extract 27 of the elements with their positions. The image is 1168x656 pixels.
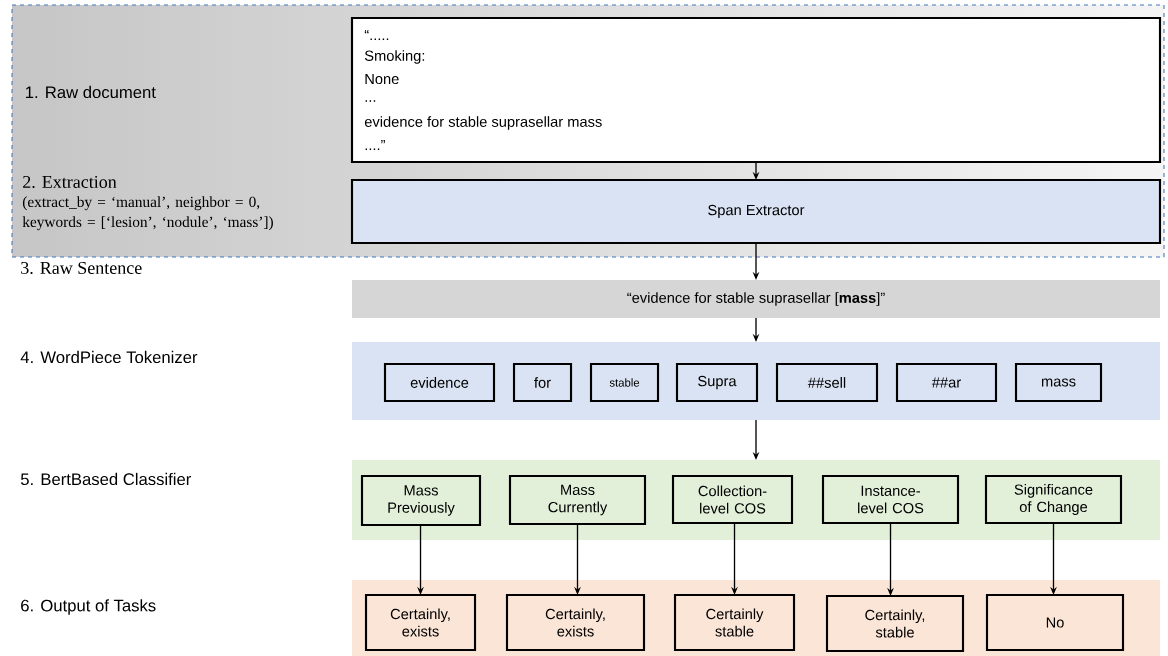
stage-label: 5. BertBased Classifier [20, 472, 192, 486]
output-box: Certainly, exists [505, 593, 646, 652]
document-box: “..... Smoking: None ... evidence for stable suprasellar mass ....” [350, 16, 1162, 164]
output-box: Certainly stable [673, 593, 796, 652]
stage-label: 2. Extraction [23, 175, 117, 189]
stage-label: 4. WordPiece Tokenizer [20, 350, 198, 364]
classifier-box: Mass Currently [508, 474, 647, 526]
stage-label: 6. Output of Tasks [21, 599, 156, 615]
token-box: ##sell [775, 362, 879, 403]
token-box: mass [1014, 362, 1103, 403]
token-box: Supra [675, 362, 759, 403]
parameter-text: (extract_by = ‘manual’, neighbor = 0, keywords = [‘lesion’, ‘nodule’, ‘mass’]) [22, 196, 273, 231]
output-box: Certainly, exists [364, 593, 477, 652]
output-box: No [985, 593, 1125, 652]
classifier-box: Instance-level COS [821, 474, 960, 525]
output-box: Certainly, stable [825, 594, 965, 653]
classifier-box: Significance of Change [984, 474, 1123, 525]
token-box: stable [589, 362, 660, 403]
token-box: for [512, 362, 573, 403]
stage-label: 3. Raw Sentence [21, 261, 142, 275]
stage-label: 1. Raw document [26, 85, 156, 99]
process-box: Span Extractor [350, 178, 1162, 245]
token-box: evidence [383, 362, 496, 403]
sentence-bar: “evidence for stable suprasellar [mass]” [352, 280, 1160, 318]
classifier-box: Collection-level COS [671, 474, 794, 525]
token-box: ##ar [895, 362, 998, 403]
classifier-box: Mass Previously [360, 474, 482, 527]
